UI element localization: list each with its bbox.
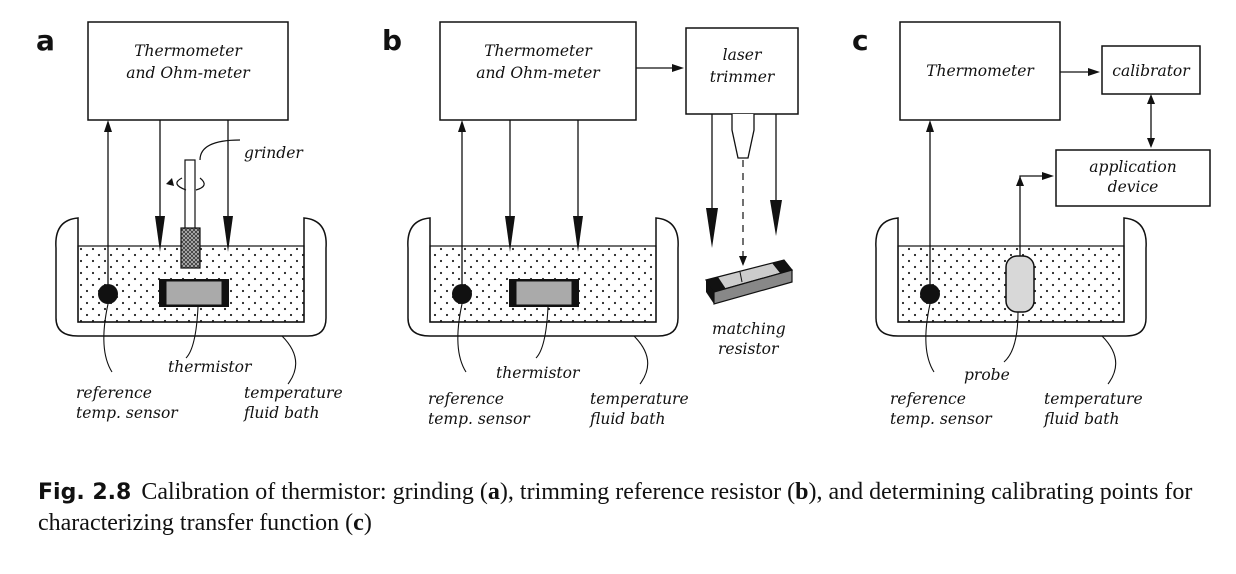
panel-b-reference-sensor xyxy=(452,284,472,304)
panel-a-meter-label-2: and Ohm-meter xyxy=(126,64,251,82)
panel-a-meter-box xyxy=(87,21,289,121)
panel-b-thermistor xyxy=(515,280,573,306)
panel-a-letter: a xyxy=(36,24,55,57)
panel-b-laser-nozzle xyxy=(731,114,755,159)
panel-c-ref-label-2: temp. sensor xyxy=(890,410,993,428)
figure-number: Fig. 2.8 xyxy=(38,480,132,505)
panel-c-application-label-1: application xyxy=(1089,158,1176,176)
panel-b-meter-label-2: and Ohm-meter xyxy=(476,64,601,82)
panel-a-bath-label-1: temperature xyxy=(244,384,343,402)
panel-c-bath-label-1: temperature xyxy=(1044,390,1143,408)
panel-b-laser-label-1: laser xyxy=(723,46,763,64)
caption-ref-b: b xyxy=(795,479,809,505)
panel-a-bath-vessel xyxy=(55,217,327,337)
panel-c: c Thermometer calibrator application dev… xyxy=(852,21,1211,428)
panel-b-matching-resistor xyxy=(705,259,794,305)
panel-b-matching-label-1: matching xyxy=(712,320,786,338)
caption-text-1: Calibration of thermistor: grinding ( xyxy=(141,479,488,505)
panel-c-application-label-2: device xyxy=(1108,178,1159,196)
panel-b-letter: b xyxy=(382,24,402,57)
panel-b-laser-label-2: trimmer xyxy=(710,68,776,86)
panel-c-bath-label-2: fluid bath xyxy=(1043,410,1120,428)
panel-a-lead-arrow-right xyxy=(223,216,233,252)
panel-b-meter-box xyxy=(439,21,637,121)
panel-c-bath-vessel xyxy=(875,217,1147,337)
panel-a-reference-sensor xyxy=(98,284,118,304)
panel-c-probe-label: probe xyxy=(964,366,1010,384)
panel-a-lead-arrow-left xyxy=(155,216,165,252)
panel-a-grinder-label: grinder xyxy=(244,144,304,162)
panel-b-thermistor-label: thermistor xyxy=(496,364,581,382)
panel-b-laser-box xyxy=(685,27,799,115)
panel-c-thermometer-box xyxy=(899,21,1061,121)
panel-a-grinder xyxy=(180,227,201,269)
panel-b-to-laser-arrow xyxy=(672,64,684,72)
panel-a-ref-label-2: temp. sensor xyxy=(76,404,179,422)
panel-c-probe xyxy=(1005,255,1035,313)
panel-a: a Thermometer and Ohm-meter grinder ther… xyxy=(36,21,343,422)
panel-c-thermometer-label: Thermometer xyxy=(926,62,1035,80)
panel-c-calibrator-label: calibrator xyxy=(1112,62,1191,80)
caption-ref-c: c xyxy=(353,510,364,536)
caption-text-3: ), and determining calibrating points fo… xyxy=(38,479,1193,536)
panel-b: b Thermometer and Ohm-meter laser trimme… xyxy=(382,21,799,428)
panel-a-ref-label-1: reference xyxy=(76,384,152,402)
panel-c-ref-label-1: reference xyxy=(890,390,966,408)
panel-a-meter-label-1: Thermometer xyxy=(134,42,243,60)
panel-b-bath-vessel xyxy=(407,217,679,337)
panel-b-bath-label-2: fluid bath xyxy=(589,410,666,428)
figure-caption: Fig. 2.8 Calibration of thermistor: grind… xyxy=(38,477,1218,539)
panel-b-bath-label-1: temperature xyxy=(590,390,689,408)
caption-text-4: ) xyxy=(363,510,372,536)
panel-c-reference-sensor xyxy=(920,284,940,304)
panel-b-meter-label-1: Thermometer xyxy=(484,42,593,60)
panel-b-ref-label-2: temp. sensor xyxy=(428,410,531,428)
panel-c-to-calibrator-arrow xyxy=(1088,68,1100,76)
panel-b-ref-label-1: reference xyxy=(428,390,504,408)
panel-c-calibrator-box xyxy=(1101,45,1201,95)
calibration-figure: a Thermometer and Ohm-meter grinder ther… xyxy=(36,21,1211,428)
caption-ref-a: a xyxy=(487,479,500,505)
panel-c-application-box xyxy=(1055,149,1211,207)
panel-c-letter: c xyxy=(852,24,869,57)
caption-text-2: ), trimming reference resistor ( xyxy=(499,479,796,505)
panel-a-thermistor xyxy=(165,280,223,306)
panel-a-thermistor-label: thermistor xyxy=(168,358,253,376)
panel-b-matching-label-2: resistor xyxy=(718,340,780,358)
panel-a-bath-label-2: fluid bath xyxy=(243,404,320,422)
